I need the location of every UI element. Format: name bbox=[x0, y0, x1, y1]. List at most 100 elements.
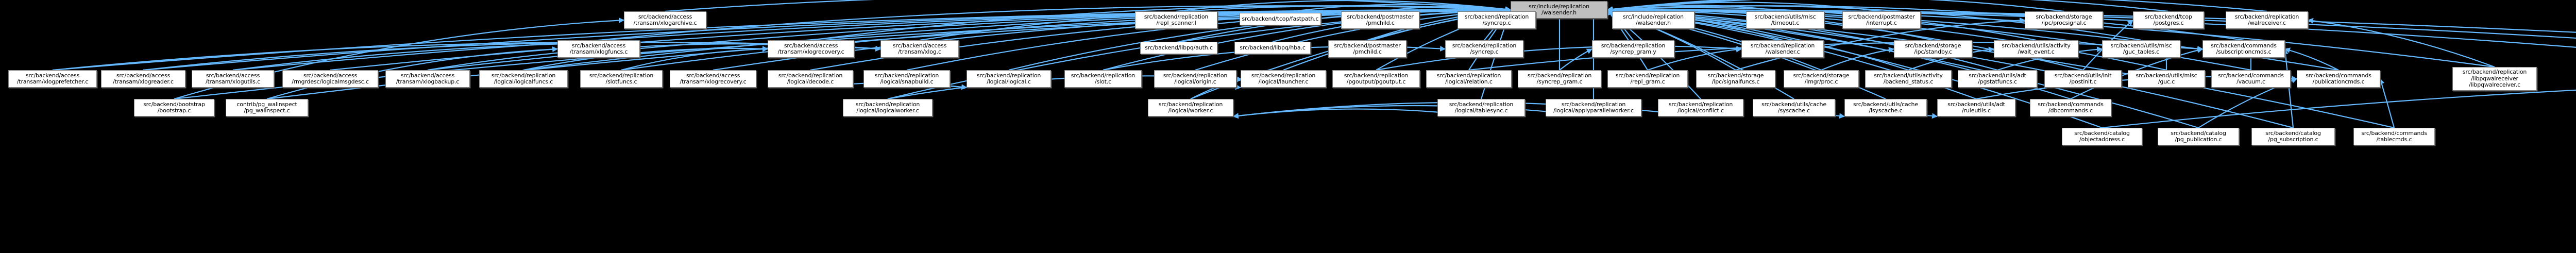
graph-node-label: src/backend/utils/misc /guc.c bbox=[2136, 72, 2197, 85]
graph-node[interactable]: src/backend/tcop /postgres.c bbox=[2133, 11, 2204, 29]
graph-node[interactable]: src/backend/access /transam/xlog.c bbox=[880, 40, 959, 58]
graph-node[interactable]: src/backend/utils/misc /timeout.c bbox=[1746, 11, 1824, 29]
graph-node[interactable]: src/backend/bootstrap /bootstrap.c bbox=[134, 99, 214, 116]
graph-node[interactable]: contrib/pg_walinspect /pg_walinspect.c bbox=[226, 99, 308, 116]
graph-node-label: src/backend/replication /logical/tablesy… bbox=[1449, 100, 1514, 114]
graph-node[interactable]: src/backend/replication /syncrep_gram.y bbox=[1592, 40, 1674, 58]
graph-node[interactable]: src/backend/commands /tablecmds.c bbox=[2353, 128, 2435, 145]
graph-node-label: src/backend/replication /logical/conflic… bbox=[1668, 100, 1733, 114]
graph-node[interactable]: src/backend/commands /subscriptioncmds.c bbox=[2202, 40, 2285, 58]
graph-node[interactable]: src/backend/catalog /pg_publication.c bbox=[2158, 128, 2239, 145]
graph-node-label: src/backend/access /rmgrdesc/logicalmsgd… bbox=[292, 72, 369, 85]
graph-node-label: src/backend/catalog /pg_publication.c bbox=[2171, 129, 2226, 143]
graph-node[interactable]: src/backend/replication /logical/logical… bbox=[479, 70, 568, 88]
graph-node[interactable]: src/backend/access /transam/xlogarchive.… bbox=[624, 11, 706, 29]
graph-node[interactable]: src/backend/replication /logical/launche… bbox=[1241, 70, 1326, 88]
graph-node[interactable]: src/backend/postmaster /pmchild.c bbox=[1341, 11, 1419, 29]
graph-node[interactable]: src/backend/access /transam/xlogrecovery… bbox=[768, 40, 854, 58]
graph-node[interactable]: src/backend/replication /logical/conflic… bbox=[1658, 99, 1743, 116]
graph-node[interactable]: src/backend/replication /repl_gram.c bbox=[1607, 70, 1688, 88]
graph-node[interactable]: src/backend/access /transam/xlogprefetch… bbox=[8, 70, 97, 88]
graph-node[interactable]: src/backend/replication /syncrep.c bbox=[1458, 11, 1536, 29]
graph-node[interactable]: src/backend/access /rmgrdesc/logicalmsgd… bbox=[282, 70, 378, 88]
graph-node[interactable]: src/backend/utils/misc /guc.c bbox=[2128, 70, 2205, 88]
graph-node-label: src/include/replication /walsender.h bbox=[1529, 3, 1589, 16]
graph-node[interactable]: src/backend/replication /slotfuncs.c bbox=[580, 70, 663, 88]
graph-node[interactable]: src/backend/utils/cache /lsyscache.c bbox=[1844, 99, 1927, 116]
graph-node-label: src/backend/storage /ipc/standby.c bbox=[1905, 42, 1961, 55]
graph-node[interactable]: src/backend/libpq/hba.c bbox=[1234, 42, 1311, 54]
graph-node[interactable]: src/backend/replication /logical/applypa… bbox=[1546, 99, 1641, 116]
graph-node[interactable]: src/backend/libpq/auth.c bbox=[1140, 42, 1217, 54]
graph-node[interactable]: src/backend/access /transam/xlogrecovery… bbox=[670, 70, 756, 88]
graph-node[interactable]: src/backend/access /transam/xlogutils.c bbox=[192, 70, 274, 88]
graph-node-label: contrib/pg_walinspect /pg_walinspect.c bbox=[236, 100, 297, 114]
graph-node[interactable]: src/backend/access /transam/xlogbackup.c bbox=[385, 70, 470, 88]
graph-node[interactable]: src/backend/commands /dbcommands.c bbox=[2030, 99, 2111, 116]
graph-node[interactable]: src/backend/replication /pgoutput/pgoutp… bbox=[1332, 70, 1420, 88]
graph-node[interactable]: src/backend/access /transam/xlogreader.c bbox=[101, 70, 185, 88]
graph-node-label: src/backend/catalog /objectaddress.c bbox=[2074, 129, 2130, 143]
graph-node-label: src/backend/replication /logical/snapbui… bbox=[874, 72, 939, 85]
graph-node[interactable]: src/backend/utils/activity /backend_stat… bbox=[1865, 70, 1952, 88]
graph-node[interactable]: src/backend/access /transam/xlogfuncs.c bbox=[557, 40, 640, 58]
graph-node-label: src/backend/utils/adt /ruleutils.c bbox=[1947, 100, 2005, 114]
graph-node-label: src/backend/replication /logical/applypa… bbox=[1553, 100, 1634, 114]
graph-node-label: src/backend/commands /subscriptioncmds.c bbox=[2211, 42, 2277, 55]
graph-node-label: src/backend/replication /syncrep_gram.y bbox=[1601, 42, 1666, 55]
graph-node[interactable]: src/backend/replication /logical/decode.… bbox=[768, 70, 853, 88]
graph-node[interactable]: src/include/replication /walsender.h bbox=[1612, 11, 1694, 29]
graph-node[interactable]: src/backend/replication /logical/logical… bbox=[967, 70, 1051, 88]
graph-node[interactable]: src/backend/storage /ipc/signalfuncs.c bbox=[1696, 70, 1775, 88]
graph-node[interactable]: src/backend/commands /vacuum.c bbox=[2211, 70, 2291, 88]
graph-node[interactable]: src/backend/storage /lmgr/proc.c bbox=[1784, 70, 1859, 88]
graph-node-label: src/backend/replication /logical/worker.… bbox=[1158, 100, 1223, 114]
graph-node[interactable]: src/backend/postmaster /pmchild.c bbox=[1328, 40, 1406, 58]
graph-node[interactable]: src/backend/replication /syncrep_gram.c bbox=[1518, 70, 1601, 88]
graph-node[interactable]: src/backend/replication /logical/logical… bbox=[843, 99, 933, 116]
graph-node-label: src/backend/replication /syncrep_gram.c bbox=[1527, 72, 1592, 85]
graph-node[interactable]: src/backend/replication /logical/tablesy… bbox=[1437, 99, 1525, 116]
graph-node-label: src/backend/bootstrap /bootstrap.c bbox=[143, 100, 205, 114]
graph-node[interactable]: src/backend/replication /logical/snapbui… bbox=[863, 70, 950, 88]
graph-node[interactable]: src/backend/replication /walreceiver.c bbox=[2226, 11, 2308, 29]
graph-node[interactable]: src/backend/replication /syncrep.c bbox=[1445, 40, 1523, 58]
graph-node[interactable]: src/backend/utils/misc /guc_tables.c bbox=[2102, 40, 2180, 58]
graph-node-label: src/backend/replication /logical/relatio… bbox=[1436, 72, 1501, 85]
graph-node-label: src/backend/libpq/auth.c bbox=[1145, 44, 1213, 51]
graph-node-label: src/backend/access /transam/xlogrecovery… bbox=[777, 42, 844, 55]
graph-node-label: src/backend/postmaster /interrupt.c bbox=[1848, 13, 1915, 26]
graph-node-label: src/backend/tcop /postgres.c bbox=[2145, 13, 2192, 26]
graph-node[interactable]: src/backend/replication /logical/worker.… bbox=[1148, 99, 1233, 116]
graph-node-label: src/backend/replication /logical/launche… bbox=[1251, 72, 1316, 85]
graph-node[interactable]: src/backend/catalog /pg_subscription.c bbox=[2251, 128, 2335, 145]
graph-node-label: src/backend/replication /logical/origin.… bbox=[1163, 72, 1228, 85]
graph-node[interactable]: src/backend/utils/adt /pgstatfuncs.c bbox=[1958, 70, 2037, 88]
graph-node[interactable]: src/backend/replication /logical/relatio… bbox=[1426, 70, 1512, 88]
graph-node-label: src/backend/postmaster /pmchild.c bbox=[1334, 42, 1401, 55]
graph-node[interactable]: src/backend/replication /walsender.c bbox=[1741, 40, 1824, 58]
graph-node[interactable]: src/backend/replication /slot.c bbox=[1064, 70, 1142, 88]
graph-node[interactable]: src/backend/utils/init /postinit.c bbox=[2044, 70, 2122, 88]
graph-node[interactable]: src/backend/postmaster /interrupt.c bbox=[1842, 11, 1921, 29]
graph-node-label: src/backend/replication /pgoutput/pgoutp… bbox=[1344, 72, 1409, 85]
graph-node[interactable]: src/backend/utils/adt /ruleutils.c bbox=[1937, 99, 2015, 116]
graph-node-label: src/include/replication /walsender.h bbox=[1623, 13, 1684, 26]
graph-node-label: src/backend/replication /logical/logical… bbox=[976, 72, 1041, 85]
graph-node[interactable]: src/backend/replication /logical/origin.… bbox=[1154, 70, 1236, 88]
graph-node[interactable]: src/backend/replication /libpqwalreceive… bbox=[2452, 67, 2537, 91]
graph-node[interactable]: src/backend/storage /ipc/procsignal.c bbox=[2025, 11, 2103, 29]
graph-node[interactable]: src/backend/utils/cache /syscache.c bbox=[1753, 99, 1835, 116]
graph-node-label: src/backend/replication /logical/decode.… bbox=[778, 72, 843, 85]
graph-node[interactable]: src/backend/catalog /objectaddress.c bbox=[2062, 128, 2142, 145]
graph-node-label: src/backend/replication /logical/logical… bbox=[491, 72, 556, 85]
graph-node[interactable]: src/backend/storage /ipc/standby.c bbox=[1894, 40, 1972, 58]
graph-node-label: src/backend/replication /logical/logical… bbox=[855, 100, 920, 114]
graph-node[interactable]: src/backend/replication /repl_scanner.l bbox=[1135, 11, 1217, 29]
graph-node-label: src/backend/catalog /pg_subscription.c bbox=[2265, 129, 2321, 143]
graph-node[interactable]: src/backend/commands /publicationcmds.c bbox=[2297, 70, 2380, 88]
graph-node[interactable]: src/backend/utils/activity /wait_event.c bbox=[1994, 40, 2078, 58]
graph-node-label: src/backend/commands /vacuum.c bbox=[2218, 72, 2284, 85]
graph-node[interactable]: src/backend/tcop/fastpath.c bbox=[1240, 13, 1321, 25]
